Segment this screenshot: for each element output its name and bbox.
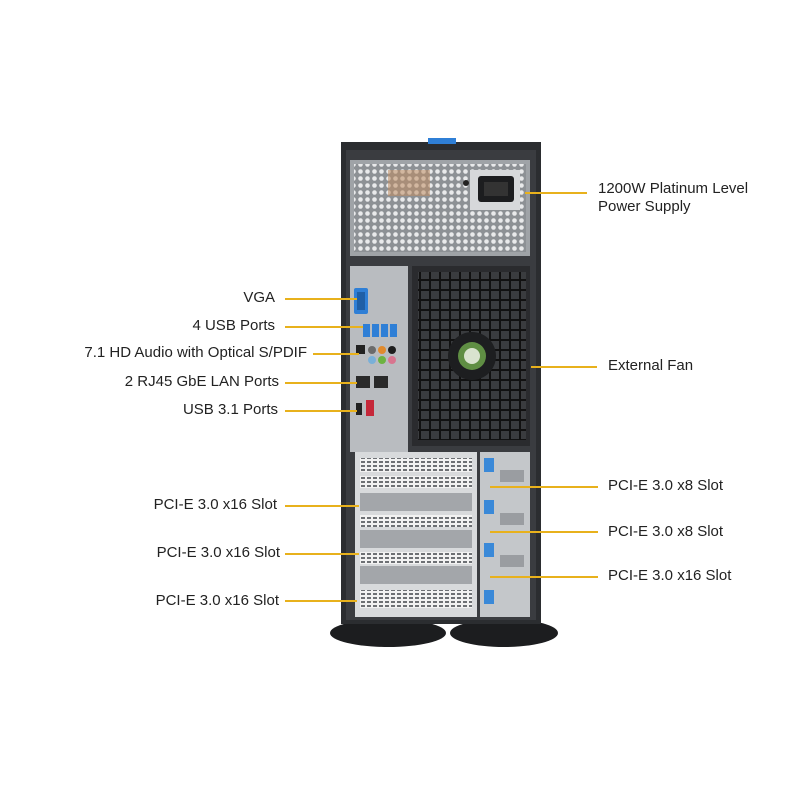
usb-port: [390, 324, 397, 337]
leader-pcie-left-3: [285, 600, 357, 602]
leader-fan: [531, 366, 597, 368]
usb-port: [381, 324, 388, 337]
chassis-foot-left: [330, 619, 446, 647]
label-pcie-left-3: PCI-E 3.0 x16 Slot: [155, 592, 279, 609]
usb31-port: [366, 400, 374, 416]
io-panel: [350, 266, 408, 452]
leader-audio: [313, 353, 359, 355]
label-audio: 7.1 HD Audio with Optical S/PDIF: [84, 344, 307, 361]
leader-usb31: [285, 410, 357, 412]
label-psu-line2: Power Supply: [598, 198, 691, 215]
rj45-port: [374, 376, 388, 388]
slot-latch: [484, 590, 494, 604]
audio-jack: [378, 356, 386, 364]
audio-jack: [388, 346, 396, 354]
label-usb31: USB 3.1 Ports: [182, 401, 278, 418]
usb31-port: [356, 403, 362, 415]
audio-jack: [388, 356, 396, 364]
label-pcie-right-1: PCI-E 3.0 x8 Slot: [608, 477, 724, 494]
optical-spdif-port: [356, 345, 365, 354]
external-fan: [412, 266, 530, 446]
leader-pcie-left-2: [285, 553, 359, 555]
leader-pcie-left-1: [285, 505, 359, 507]
label-pcie-left-2: PCI-E 3.0 x16 Slot: [156, 544, 280, 561]
audio-jack: [378, 346, 386, 354]
leader-lan: [285, 382, 357, 384]
label-vga: VGA: [243, 289, 275, 306]
power-supply: [350, 160, 530, 256]
expansion-slots: [355, 452, 530, 617]
leader-vga: [285, 298, 357, 300]
chassis-top-tab: [428, 138, 456, 144]
label-pcie-right-2: PCI-E 3.0 x8 Slot: [608, 523, 724, 540]
leader-usb4: [285, 326, 363, 328]
slot-latch: [484, 458, 494, 472]
slot-latch: [484, 543, 494, 557]
label-pcie-left-1: PCI-E 3.0 x16 Slot: [153, 496, 277, 513]
leader-pcie-right-1: [490, 486, 598, 488]
label-pcie-right-3: PCI-E 3.0 x16 Slot: [608, 567, 732, 584]
label-fan: External Fan: [608, 357, 694, 374]
leader-pcie-right-3: [490, 576, 598, 578]
label-psu-line1: 1200W Platinum Level: [598, 180, 749, 197]
leader-psu: [525, 192, 587, 194]
slot-latch: [484, 500, 494, 514]
rj45-port: [356, 376, 370, 388]
label-psu: 1200W Platinum Level Power Supply: [598, 180, 748, 216]
label-usb4: 4 USB Ports: [192, 317, 275, 334]
usb-port: [363, 324, 370, 337]
chassis-foot-right: [450, 619, 558, 647]
audio-jack: [368, 356, 376, 364]
label-lan: 2 RJ45 GbE LAN Ports: [124, 373, 279, 390]
audio-jack: [368, 346, 376, 354]
leader-pcie-right-2: [490, 531, 598, 533]
usb-port: [372, 324, 379, 337]
